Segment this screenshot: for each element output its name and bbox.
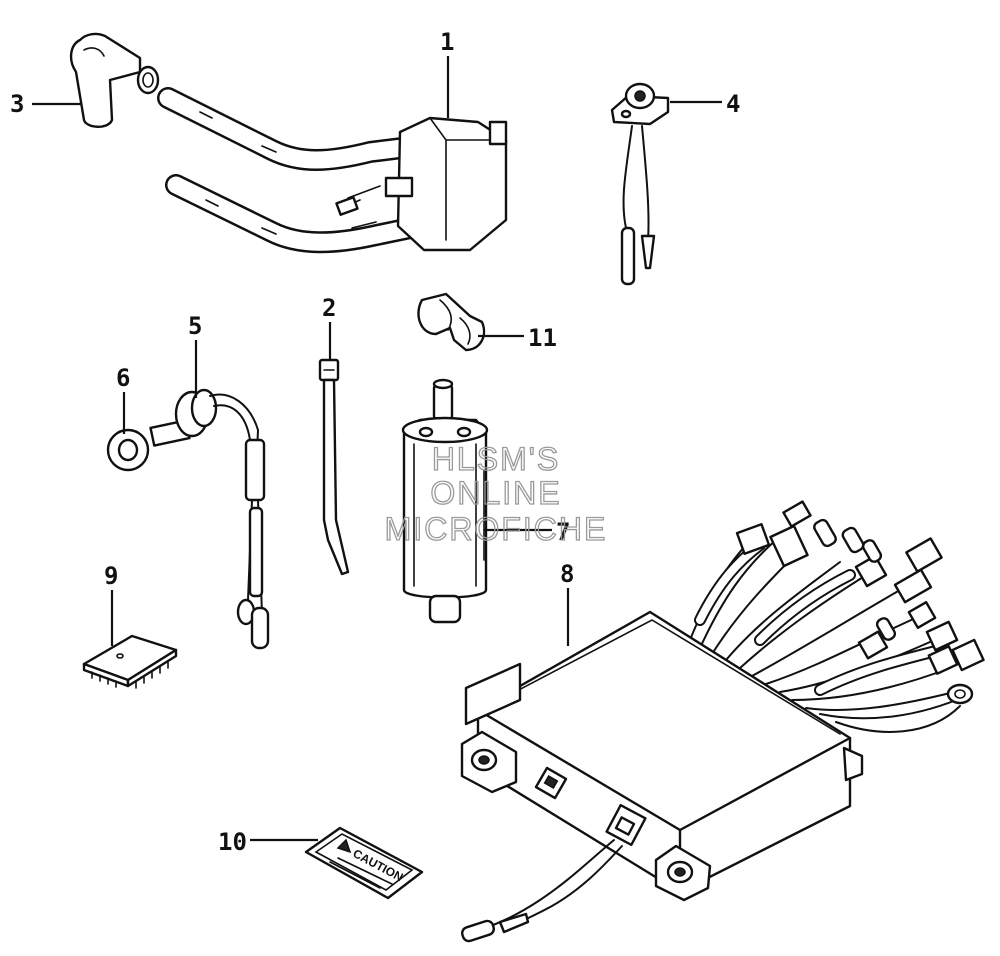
part-10-caution-label[interactable]: CAUTION (304, 826, 424, 900)
part-8-control-unit[interactable] (460, 500, 985, 943)
callout-4: 4 (726, 90, 740, 118)
callout-5: 5 (188, 312, 202, 340)
warning-triangle-icon (336, 838, 352, 854)
callout-1: 1 (440, 28, 454, 56)
callout-2: 2 (322, 294, 336, 322)
callout-6: 6 (116, 364, 130, 392)
part-11-hose-clip[interactable] (417, 292, 486, 352)
part-4-temperature-sensor[interactable] (610, 82, 670, 286)
callout-11: 11 (528, 324, 557, 352)
callout-7: 7 (556, 518, 570, 546)
callout-9: 9 (104, 562, 118, 590)
watermark: HLSM'S ONLINE MICROFICHE (384, 440, 608, 547)
leader-lines (32, 56, 722, 842)
callout-10: 10 (218, 828, 247, 856)
part-7-fuel-pump[interactable] (401, 378, 489, 624)
callout-3: 3 (10, 90, 24, 118)
part-1-ignition-coil[interactable] (157, 87, 508, 254)
watermark-line-1: HLSM'S (432, 441, 560, 477)
callout-8: 8 (560, 560, 574, 588)
part-3-spark-plug-cap[interactable] (69, 32, 160, 128)
callout-numbers: 1 2 3 4 5 6 7 8 9 10 11 (10, 28, 740, 856)
part-5-speed-sensor[interactable] (149, 388, 270, 650)
part-9-ic-chip[interactable] (82, 634, 178, 689)
part-2-cable-tie[interactable] (318, 358, 350, 576)
part-6-washer[interactable] (106, 428, 150, 472)
watermark-line-3: MICROFICHE (385, 511, 608, 547)
watermark-line-2: ONLINE (430, 475, 561, 511)
